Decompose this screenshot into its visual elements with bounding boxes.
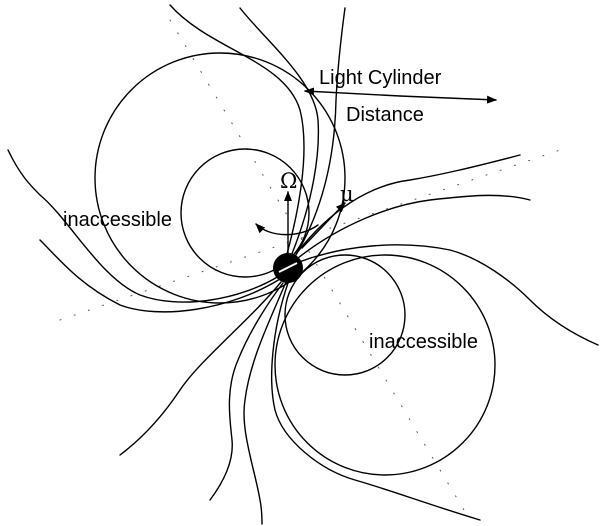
- open-field-line-lower-2: [272, 283, 480, 520]
- inaccessible-label-right: inaccessible: [369, 331, 478, 353]
- omega-symbol: Ω: [280, 169, 297, 193]
- open-field-line-right-2: [298, 195, 530, 258]
- rotation-axis-dotted: [60, 150, 560, 320]
- open-field-line-lower-1: [244, 282, 286, 524]
- light-cylinder-label: Light Cylinder: [319, 67, 442, 89]
- open-field-line-upper-1: [170, 5, 304, 268]
- open-field-line-right-3: [299, 245, 598, 345]
- mu-symbol: μ: [340, 182, 354, 206]
- light-cylinder-distance-label: Distance: [346, 104, 424, 126]
- outer-loop-lower: [275, 255, 495, 475]
- inner-loop-lower: [285, 255, 405, 375]
- light-cylinder-arrow-right: [400, 96, 496, 100]
- inaccessible-label-left: inaccessible: [63, 209, 172, 231]
- light-cylinder-arrow-left: [305, 91, 400, 96]
- open-field-line-upper-2: [240, 8, 318, 266]
